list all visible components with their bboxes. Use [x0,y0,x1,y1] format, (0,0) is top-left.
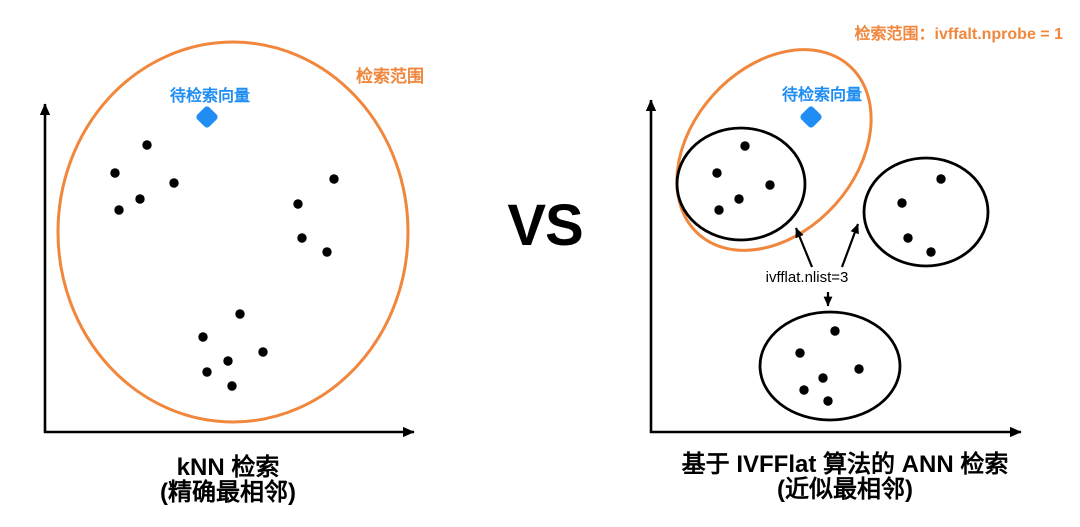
knn-caption: kNN 检索 (精确最相邻) [53,455,403,505]
data-point [740,141,750,151]
data-point [202,367,212,377]
data-point [297,233,307,243]
data-point [714,205,724,215]
query-vector-diamond [800,106,822,128]
knn-search-range-circle [56,40,410,424]
data-point [799,385,809,395]
knn-caption-title: kNN 检索 [176,454,280,481]
data-point [227,381,237,391]
data-point [926,247,936,257]
data-point [135,194,145,204]
ann-caption-title: 基于 IVFFlat 算法的 ANN 检索 [681,451,1009,478]
nlist-label: ivfflat.nlist=3 [765,269,849,286]
data-point [818,373,828,383]
ann-query-label: 待检索向量 [781,87,862,104]
ann-axes [645,99,1022,438]
nlist-pointer-arrows [794,223,860,307]
arrow-to-cluster-2 [840,223,860,268]
data-point [198,332,208,342]
data-point [169,178,179,188]
knn-caption-subtitle: (精确最相邻) [160,479,296,506]
data-point [765,180,775,190]
vs-label: VS [507,193,583,258]
data-point [114,205,124,215]
ann-cluster-circles [675,126,990,422]
data-point [293,199,303,209]
cluster-circle-3 [758,310,902,422]
search-range-circle [56,40,410,424]
knn-axes [39,103,415,438]
data-point [830,326,840,336]
ann-caption: 基于 IVFFlat 算法的 ANN 检索 (近似最相邻) [645,452,1045,502]
ann-caption-subtitle: (近似最相邻) [777,476,913,503]
knn-range-label: 检索范围 [356,67,424,86]
ann-range-label: 检索范围：ivffalt.nprobe = 1 [854,26,1063,43]
cluster-circle-2 [862,156,990,268]
ann-search-range-ellipse [675,48,873,252]
arrow-to-cluster-1 [794,227,814,268]
data-point [110,168,120,178]
knn-data-points [110,140,339,391]
ann-data-points [712,141,946,406]
data-point [142,140,152,150]
cluster-circle-1 [675,126,807,242]
data-point [235,309,245,319]
data-point [734,194,744,204]
knn-query-vector-marker [196,106,218,128]
data-point [712,168,722,178]
query-vector-diamond [196,106,218,128]
data-point [854,364,864,374]
data-point [936,174,946,184]
data-point [258,347,268,357]
data-point [329,174,339,184]
data-point [897,198,907,208]
knn-query-label: 待检索向量 [169,88,250,105]
ann-query-vector-marker [800,106,822,128]
data-point [903,233,913,243]
data-point [223,356,233,366]
data-point [823,396,833,406]
data-point [795,348,805,358]
search-range-ellipse [675,48,873,252]
data-point [322,247,332,257]
